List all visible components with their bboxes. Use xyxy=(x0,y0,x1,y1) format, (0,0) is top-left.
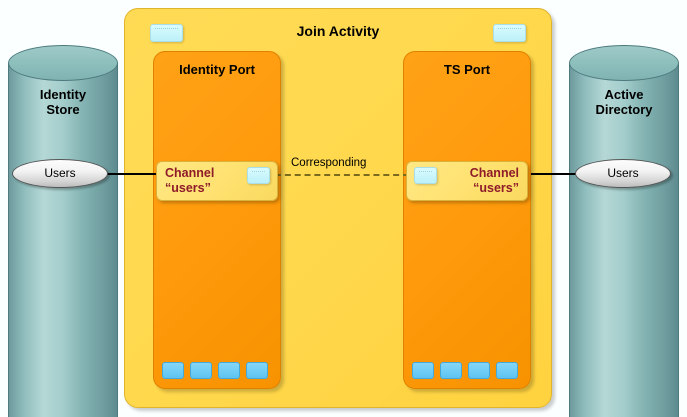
active-directory-users-label: Users xyxy=(607,166,639,180)
identity-store-label-line2: Store xyxy=(46,102,80,117)
ts-port-slot-2[interactable] xyxy=(440,362,462,379)
cylinder-top-ellipse xyxy=(569,45,679,81)
identity-store-cylinder[interactable]: Identity Store xyxy=(8,45,118,417)
identity-store-label-line1: Identity xyxy=(39,87,87,102)
identity-store-users-node[interactable]: Users xyxy=(12,159,108,188)
join-activity-container[interactable]: Join Activity Identity Port Channel “use… xyxy=(124,8,552,408)
identity-port-title: Identity Port xyxy=(179,62,255,77)
cylinder-body xyxy=(8,63,118,417)
ts-port-slot-4[interactable] xyxy=(496,362,518,379)
ts-port-slot-3[interactable] xyxy=(468,362,490,379)
corresponding-link-label: Corresponding xyxy=(291,157,367,169)
cylinder-top-ellipse xyxy=(8,45,118,81)
ts-port-channel-users[interactable]: Channel “users” xyxy=(406,161,528,201)
ts-port-slot-1[interactable] xyxy=(412,362,434,379)
identity-port-slot-4[interactable] xyxy=(246,362,268,379)
link-channel-to-active-directory xyxy=(531,173,579,175)
identity-channel-line2: “users” xyxy=(165,181,211,195)
identity-channel-tab-icon[interactable] xyxy=(247,167,270,184)
identity-port-slot-3[interactable] xyxy=(218,362,240,379)
ts-channel-tab-icon[interactable] xyxy=(414,167,437,184)
identity-store-users-label: Users xyxy=(44,166,76,180)
ts-channel-text: Channel “users” xyxy=(470,166,519,196)
identity-port-channel-users[interactable]: Channel “users” xyxy=(156,161,278,201)
active-directory-label-line1: Active xyxy=(604,87,644,102)
active-directory-label: Active Directory xyxy=(569,87,679,117)
identity-port-slot-1[interactable] xyxy=(162,362,184,379)
cylinder-body xyxy=(569,63,679,417)
active-directory-cylinder[interactable]: Active Directory xyxy=(569,45,679,417)
ts-channel-line2: “users” xyxy=(473,181,519,195)
join-activity-tab-right-icon[interactable] xyxy=(493,24,526,42)
identity-channel-line1: Channel xyxy=(165,166,215,180)
ts-channel-line1: Channel xyxy=(469,166,519,180)
link-identity-store-to-channel xyxy=(106,173,156,175)
ts-port-box[interactable]: TS Port xyxy=(403,51,531,389)
join-activity-title: Join Activity xyxy=(296,23,380,39)
active-directory-label-line2: Directory xyxy=(595,102,653,117)
corresponding-dashed-link xyxy=(275,174,409,176)
identity-store-label: Identity Store xyxy=(8,87,118,117)
join-activity-tab-left-icon[interactable] xyxy=(150,24,183,42)
identity-port-slot-2[interactable] xyxy=(190,362,212,379)
ts-port-title: TS Port xyxy=(443,62,491,77)
identity-port-box[interactable]: Identity Port xyxy=(153,51,281,389)
identity-channel-text: Channel “users” xyxy=(165,166,214,196)
active-directory-users-node[interactable]: Users xyxy=(575,159,671,188)
